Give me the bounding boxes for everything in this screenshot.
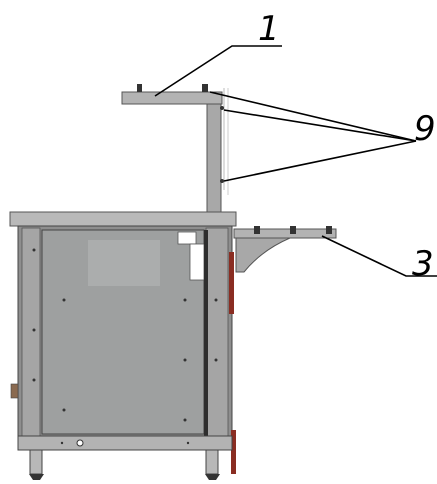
panel-rivet xyxy=(183,358,187,362)
upright-hole xyxy=(32,248,36,252)
bottom-rail-rivet xyxy=(60,441,64,445)
left-foot xyxy=(29,474,44,480)
side-shelf-stud xyxy=(326,226,332,234)
upright-hole xyxy=(32,378,36,382)
callout-1: 1 xyxy=(258,9,280,49)
panel-rivet xyxy=(62,408,66,412)
side-shelf-plate xyxy=(233,228,337,239)
bottom-rail-rivet xyxy=(186,441,190,445)
upright-hole xyxy=(214,298,218,302)
panel-cutout-2 xyxy=(189,243,205,281)
cabinet-body xyxy=(10,225,233,439)
shelf-bolt-left xyxy=(137,84,142,92)
bottom-rail xyxy=(17,435,233,451)
upper-shelf-assembly xyxy=(121,84,229,215)
left-edge-tab xyxy=(10,383,19,399)
post-bolt-upper xyxy=(220,106,224,110)
door-handle-upper xyxy=(229,252,234,314)
right-upright xyxy=(205,227,229,437)
shelf-bolt-right xyxy=(202,84,208,92)
panel-shadow-block xyxy=(88,240,160,286)
work-top xyxy=(9,211,237,227)
side-shelf-stud xyxy=(290,226,296,234)
left-leg xyxy=(29,449,43,475)
side-shelf-assembly xyxy=(233,226,337,273)
side-shelf-stud xyxy=(254,226,260,234)
side-shelf-brace xyxy=(235,237,291,273)
upright-hole xyxy=(32,328,36,332)
post-bolt-lower xyxy=(220,179,224,183)
upright-hole xyxy=(214,358,218,362)
right-leg xyxy=(205,449,219,475)
leader-9c xyxy=(223,140,417,182)
panel-rivet xyxy=(183,418,187,422)
panel-rivet xyxy=(62,298,66,302)
left-upright xyxy=(21,227,41,437)
bottom-rail-hole xyxy=(76,439,84,447)
upper-shelf-post xyxy=(206,103,222,215)
callout-3: 3 xyxy=(412,244,434,284)
divider-strip xyxy=(204,230,208,436)
leader-9b xyxy=(223,109,417,142)
leader-3 xyxy=(321,235,437,277)
door-handle-lower xyxy=(231,430,236,474)
panel-cutout xyxy=(177,231,197,245)
upper-shelf-arm xyxy=(121,91,223,105)
right-foot xyxy=(205,474,220,480)
leader-9a xyxy=(209,91,417,142)
leader-1 xyxy=(154,45,282,97)
panel-rivet xyxy=(183,298,187,302)
leader-lines xyxy=(154,45,437,277)
callout-9: 9 xyxy=(414,109,436,149)
